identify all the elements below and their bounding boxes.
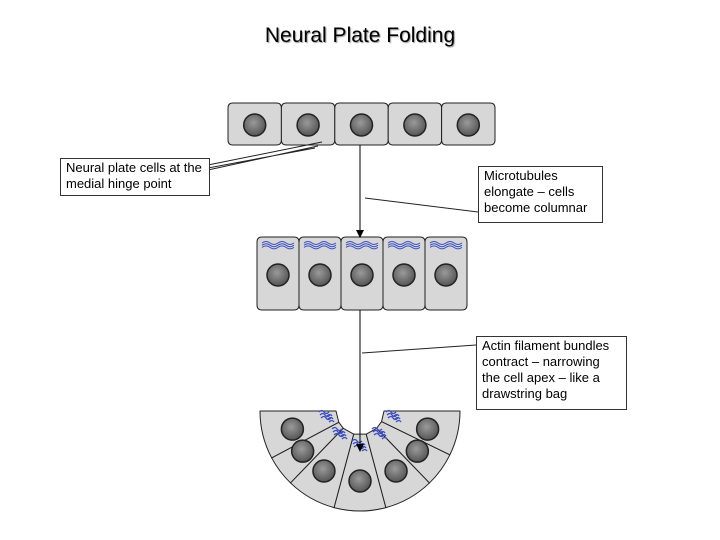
nucleus (312, 459, 336, 483)
nucleus (349, 113, 374, 137)
microtubule-bundle (387, 241, 421, 250)
leader-actin (361, 344, 477, 354)
nucleus (415, 417, 440, 441)
page-title: Neural Plate Folding (264, 24, 456, 47)
microtubule-bundle (303, 241, 337, 250)
microtubule-bundle (429, 241, 463, 250)
nucleus (392, 263, 416, 287)
nucleus (280, 417, 305, 441)
arrow-columnar-to-wedge (356, 310, 364, 452)
columnar-cell (382, 236, 426, 311)
microtubule-bundle (261, 241, 295, 250)
flat-cell (387, 102, 443, 146)
leader-microtubules (364, 197, 479, 213)
leader-medial-hinge (207, 141, 323, 171)
columnar-cell (256, 236, 300, 311)
wedge-shaped-hinge-cells (259, 409, 461, 512)
flat-cell (227, 102, 282, 146)
flat-neural-plate-cells (227, 102, 496, 146)
progression-arrows (356, 145, 364, 452)
nucleus (242, 113, 267, 137)
nucleus (403, 113, 427, 137)
nucleus (348, 469, 372, 493)
nucleus (405, 439, 430, 463)
columnar-cell (424, 236, 468, 311)
columnar-cell (298, 236, 342, 311)
actin-filament-bundles (318, 409, 402, 452)
nucleus (266, 263, 290, 287)
callout-leader-lines (207, 141, 479, 354)
flat-cell (334, 102, 389, 146)
nucleus (350, 263, 374, 287)
nucleus (434, 263, 458, 287)
arrow-flat-to-columnar (356, 145, 364, 238)
wedge-cells (259, 410, 461, 512)
nucleus (456, 113, 481, 137)
nucleus (384, 459, 408, 483)
nucleus (308, 263, 332, 287)
actin-bundle (385, 409, 402, 423)
callout-microtubules: Microtubules elongate – cells become col… (478, 166, 603, 223)
callout-actin: Actin filament bundles contract – narrow… (476, 336, 627, 410)
flat-cell (441, 102, 496, 146)
callout-medial-hinge: Neural plate cells at the medial hinge p… (60, 158, 210, 196)
columnar-cell (340, 236, 384, 311)
microtubule-bundle (345, 241, 379, 250)
columnar-neural-plate-cells (256, 236, 468, 311)
actin-bundle (371, 426, 388, 440)
flat-cell (280, 102, 336, 146)
nucleus (290, 439, 315, 463)
actin-bundle (318, 409, 335, 423)
actin-bundle (331, 426, 348, 440)
nucleus (296, 113, 320, 137)
